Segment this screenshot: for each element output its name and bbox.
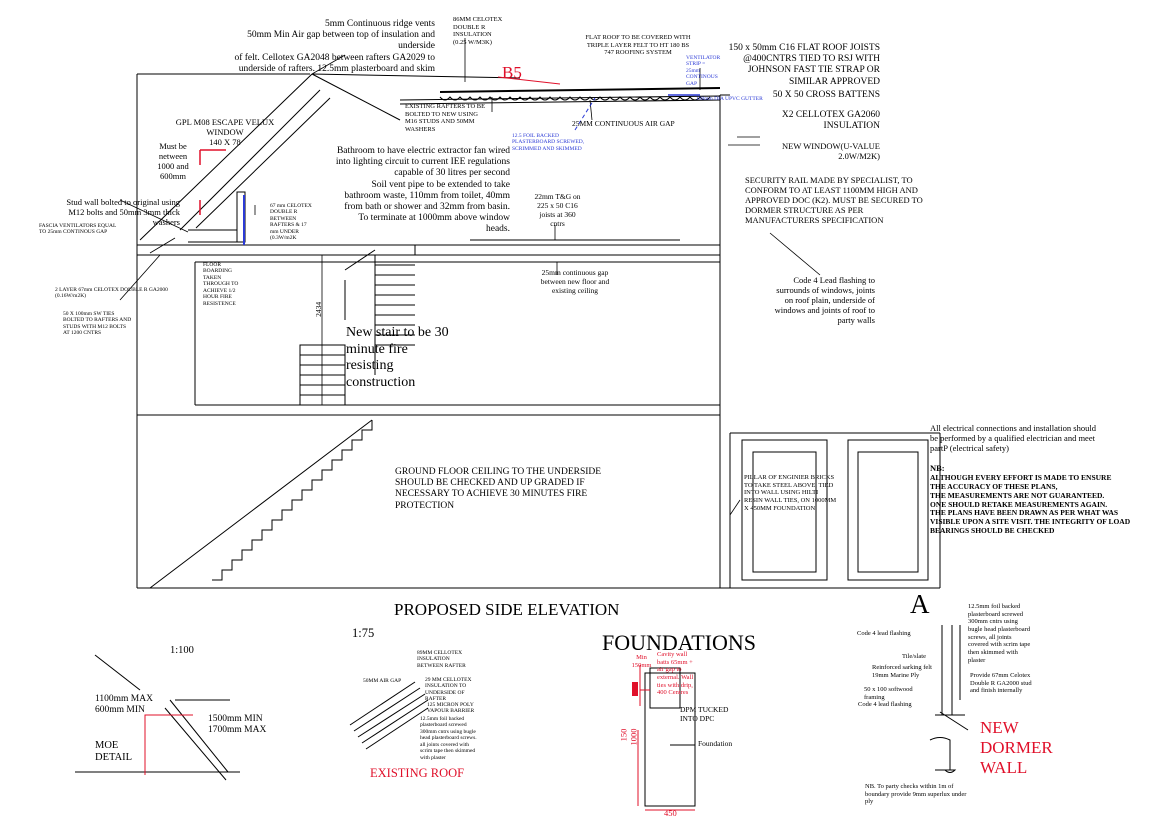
lead-flashing-note: Code 4 Lead flashing to surrounds of win…	[774, 275, 875, 326]
joists-note: 150 x 50mm C16 FLAT ROOF JOISTS @400CNTR…	[728, 43, 880, 87]
ventilator-strip-note: VENTILATOR STRIP = 25mm CONTINOUS GAP	[686, 55, 721, 87]
fascia-ventilators-note: FASCIA VENTILATORS EQUAL TO 25mm CONTINO…	[39, 223, 117, 236]
joists-22-note: 22mm T&G on 225 x 50 C16 joists at 360 c…	[534, 192, 581, 228]
gap-25-note: 25mm continuous gap between new floor an…	[540, 268, 610, 295]
er-plasterboard-note: 12.5mm foil backed plasterboard screwed …	[420, 716, 477, 761]
dimension-1000: 1000	[628, 728, 639, 746]
moe-detail-drawing	[75, 654, 240, 781]
nb-body: ALTHOUGH EVERY EFFORT IS MADE TO ENSURE …	[930, 473, 1131, 536]
dormer-frame	[188, 191, 680, 243]
foundation-drawing	[637, 665, 696, 811]
celotex-86-note: 86MM CELOTEX DOUBLE R INSULATION (0.25 W…	[453, 16, 503, 46]
moe-detail-title: MOE DETAIL	[95, 740, 133, 764]
er-vapour-note: 125 MICRON POLY VAPOUR BARRIER	[427, 702, 475, 715]
foundation-label: Foundation	[698, 739, 733, 748]
er-air-gap-note: 50MM AIR GAP	[363, 678, 402, 684]
dw-celotex-note: Provide 67mm Celotex Double R GA2000 stu…	[970, 672, 1032, 695]
proposed-side-elevation-title: PROPOSED SIDE ELEVATION	[394, 600, 620, 619]
stud-wall-note: Stud wall bolted to original using M12 b…	[66, 197, 180, 228]
staircase-lower	[149, 404, 412, 589]
nb-title: NB:	[930, 463, 945, 473]
accent-lines	[199, 76, 700, 696]
existing-rafters-note: EXISTING RAFTERS TO BE BOLTED TO NEW USI…	[405, 103, 486, 133]
dw-plasterboard-note: 12.5mm foil backed plasterboard screwed …	[968, 603, 1031, 664]
must-be-note: Must be netween 1000 and 600mm	[157, 141, 189, 182]
ridge-vents-note: 5mm Continuous ridge vents 50mm Min Air …	[234, 19, 435, 74]
cavity-wall-note: Cavity wall batts 65mm + air gap to exte…	[657, 651, 694, 697]
dimension-150: 150	[618, 728, 629, 742]
dw-tile-note: Tile/slate	[902, 653, 926, 660]
roof-outline	[139, 73, 730, 245]
staircase-upper	[299, 244, 416, 406]
dimension-2434: 2434	[314, 301, 324, 317]
sw-ties-note: 50 X 100mm SW TIES BOLTED TO RAFTERS AND…	[63, 311, 132, 337]
floor-boarding-note: FLOOR BOARDING TAKEN THROUGH TO ACHIEVE …	[203, 262, 239, 307]
dormer-wall-drawing	[929, 625, 969, 773]
extractor-note: Bathroom to have electric extractor fan …	[335, 146, 510, 235]
moe-range-note: 1500mm MIN 1700mm MAX	[208, 714, 267, 736]
dpm-note: DPM TUCKED INTO DPC	[680, 705, 729, 723]
new-window-note: NEW WINDOW(U-VALUE 2.0W/M2K)	[782, 141, 880, 162]
moe-max-note: 1100mm MAX 600mm MIN	[95, 694, 153, 716]
air-gap-25-note: 25MM CONTINUOUS AIR GAP	[572, 119, 675, 128]
b5-label: B5	[502, 63, 522, 82]
dw-softwood-note: 50 x 100 softwood framing	[864, 686, 913, 701]
dw-lead-flashing-lower-note: Code 4 lead flashing	[858, 701, 912, 708]
pillar-note: PILLAR OF ENGINIER BRICKS TO TAKE STEEL …	[744, 474, 837, 512]
existing-roof-title: EXISTING ROOF	[370, 766, 465, 780]
stair-note: New stair to be 30 minute fire resisting…	[346, 325, 449, 390]
battens-note: 50 X 50 CROSS BATTENS	[772, 90, 880, 100]
scale-1-75: 1:75	[352, 626, 375, 640]
dimension-450: 450	[664, 808, 677, 818]
foundations-title: FOUNDATIONS	[602, 630, 757, 655]
flat-roof-joists	[439, 96, 711, 101]
existing-roof-drawing	[349, 681, 429, 750]
min-150-note: Min 150mm	[631, 654, 652, 669]
electrical-note: All electrical connections and installat…	[930, 423, 1096, 454]
foil-backed-note: 12.5 FOIL BACKED PLASTERBOARD SCREWED, S…	[512, 133, 585, 152]
party-checks-note: NB. To party checks within 1m of boundar…	[865, 783, 967, 806]
ground-floor-note: GROUND FLOOR CEILING TO THE UNDERSIDE SH…	[395, 467, 602, 511]
two-layer-note: 2 LAYER 67mm CELOTEX DOUBLE R GA2000 (0.…	[55, 287, 168, 300]
leader-lines	[119, 38, 821, 516]
cellotex-x2-note: X2 CELLOTEX GA2060 INSULATION	[781, 110, 880, 132]
dw-lead-flashing-note: Code 4 lead flashing	[857, 630, 911, 637]
scale-1-100: 1:100	[170, 645, 194, 656]
flat-roof-note: FLAT ROOF TO BE COVERED WITH TRIPLE LAYE…	[585, 34, 691, 57]
moe-red-bracket	[144, 714, 193, 775]
er-celotex-89-note: 89MM CELLOTEX INSULATION BETWEEN RAFTER	[417, 650, 466, 669]
new-dormer-wall-title: NEW DORMER WALL	[980, 718, 1053, 778]
dw-sarking-note: Reinforced sarking felt 19mm Marine Ply	[872, 664, 932, 679]
gutter-note: 100mm DIA UPVC GUTTER	[696, 96, 763, 102]
velux-note: GPL M08 ESCAPE VELUX WINDOW 140 X 78	[175, 117, 275, 148]
celotex-67-note: 67 mm CELOTEX DOUBLE R BETWEEN RAFTERS &…	[270, 203, 312, 242]
section-a-label: A	[910, 589, 930, 619]
er-celotex-29-note: 29 MM CELLOTEX INSULATION TO UNDERSIDE O…	[425, 677, 472, 703]
security-rail-note: SECURITY RAIL MADE BY SPECIALIST, TO CON…	[745, 175, 923, 226]
